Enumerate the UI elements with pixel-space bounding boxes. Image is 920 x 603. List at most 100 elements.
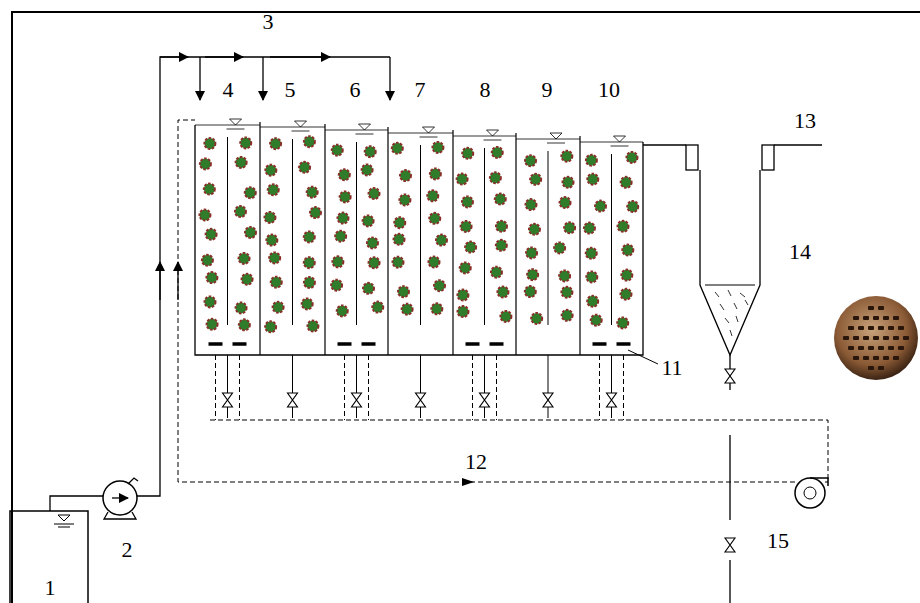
carrier-ball [200,158,211,169]
carrier-ball [392,143,403,154]
carrier-ball [436,235,447,246]
water-surface [260,127,325,128]
baffle [548,151,549,325]
carrier-ball [304,136,315,147]
callout-number: 7 [415,79,426,101]
biofilm-reactor [195,119,735,552]
carrier-ball [586,248,597,259]
carrier-ball [307,321,318,332]
carrier-ball [621,177,632,188]
carrier-hole [883,336,889,340]
carrier-ball [369,257,380,268]
compartment-wall [515,133,516,355]
diffuser [209,342,223,346]
carrier-ball [265,321,276,332]
carrier-ball [430,168,441,179]
water-level [420,137,438,138]
carrier-ball [525,155,536,166]
sludge-hatch [715,290,748,336]
air-pipe [215,355,216,420]
carrier-ball [465,242,476,253]
frame [12,12,920,603]
callout-number: 3 [263,11,274,33]
baffle [484,148,485,325]
carrier-hole [868,306,874,310]
callout-number: 8 [480,79,491,101]
water-surface [453,136,516,137]
carrier-hole [883,356,889,360]
carrier-hole [863,336,869,340]
air-pipe [599,355,600,420]
carrier-ball [265,165,276,176]
carrier-ball [402,304,413,315]
carrier-ball [496,221,507,232]
carrier-ball [362,164,373,175]
carrier-ball [457,290,468,301]
carrier-ball [627,201,638,212]
diffuser [466,342,480,346]
carrier-photo [834,296,918,380]
carrier-ball [273,302,284,313]
carrier-hole [893,316,899,320]
water-level [611,146,629,147]
carrier-ball [526,247,537,258]
air-pipe [472,355,473,420]
carrier-hole [868,326,874,330]
valve-symbol [223,393,233,407]
valve-symbol [725,538,735,552]
carrier-ball [239,253,250,264]
carrier-ball [460,262,471,273]
carrier-ball [531,313,542,324]
water-surface [516,139,580,140]
valve-symbol [543,393,553,407]
carrier-ball [204,296,215,307]
drain-pipe [484,355,485,418]
carrier-ball [204,138,215,149]
carrier-hole [878,346,884,350]
callout-number: 9 [542,79,553,101]
feed-pipe [50,57,390,511]
diffuser [490,342,504,346]
carrier-ball [587,174,598,185]
carrier-ball [332,256,343,267]
carrier-ball [307,187,318,198]
callout-number: 12 [465,451,487,473]
air-pipe [239,355,240,420]
carrier-ball [299,162,310,173]
carrier-ball [492,147,503,158]
water-surface [580,142,643,143]
callout-number: 2 [122,539,133,561]
air-pipe [368,355,369,420]
compartment-wall [259,122,260,355]
drain-pipe [611,355,612,418]
carrier-ball [304,231,315,242]
water-level [227,129,245,130]
carrier-hole [873,336,879,340]
carrier-ball [527,269,538,280]
carrier-hole [848,346,854,350]
valve-symbol [607,393,617,407]
water-level [484,140,502,141]
carrier-ball [269,252,280,263]
carrier-ball [240,137,251,148]
drain-pipe [420,355,421,418]
callout-number: 4 [223,79,234,101]
water-level [292,131,310,132]
air-arrow [177,262,178,300]
carrier-hole [883,316,889,320]
callout-number: 10 [598,79,620,101]
carrier-ball [331,280,342,291]
carrier-ball [586,155,597,166]
baffle [420,145,421,325]
callout-number: 1 [45,577,56,599]
carrier-ball [586,271,597,282]
carrier-ball [242,274,253,285]
compartment-wall [387,127,388,355]
diffuser [338,342,352,346]
diffuser [233,342,247,346]
air-pipe [344,355,345,420]
water-surface [195,125,260,126]
carrier-hole [898,326,904,330]
reactor-wall [195,125,643,355]
water-level [295,121,307,127]
